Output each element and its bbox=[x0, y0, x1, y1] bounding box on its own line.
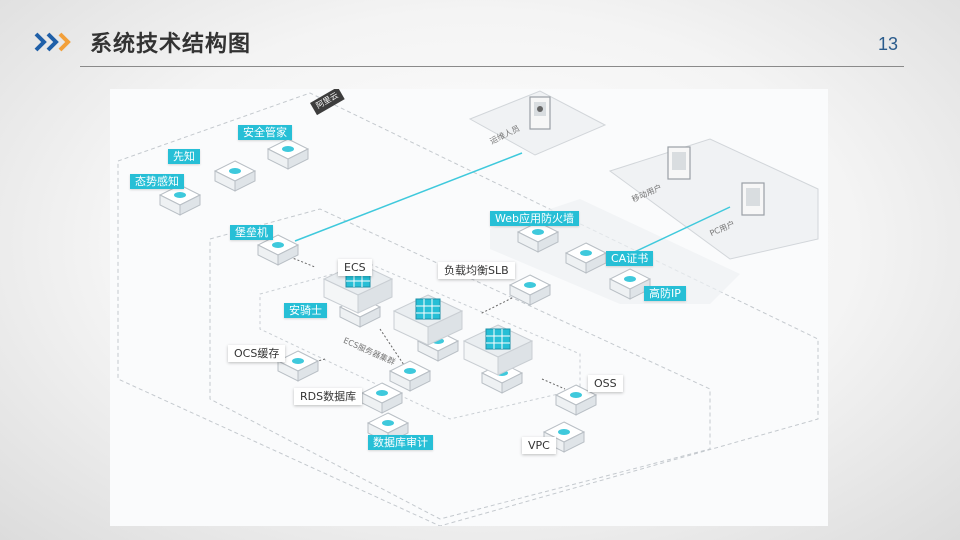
ddos-ip-label: 高防IP bbox=[644, 286, 686, 301]
slb-label: 负载均衡SLB bbox=[438, 262, 515, 279]
ecs-label: ECS bbox=[338, 259, 372, 276]
ocs-cache-label: OCS缓存 bbox=[228, 345, 286, 362]
waf-label: Web应用防火墙 bbox=[490, 211, 579, 226]
situation-awareness-label: 态势感知 bbox=[130, 174, 184, 189]
slide-header: 系统技术结构图 13 bbox=[0, 0, 960, 70]
page-number: 13 bbox=[877, 34, 898, 54]
xianzhi-node-icon bbox=[214, 160, 256, 192]
slb-node-icon bbox=[509, 274, 551, 306]
security-manager-label: 安全管家 bbox=[238, 125, 292, 140]
rds-database-node-icon bbox=[361, 382, 403, 414]
situation-awareness-node-icon bbox=[159, 184, 201, 216]
rds-database-label: RDS数据库 bbox=[294, 388, 363, 405]
ops-user-terminal-icon bbox=[529, 96, 551, 130]
ecs-instance-node-icon bbox=[389, 360, 431, 392]
oss-label: OSS bbox=[588, 375, 623, 392]
db-audit-label: 数据库审计 bbox=[368, 435, 433, 450]
page-title: 系统技术结构图 bbox=[90, 32, 252, 57]
ca-cert-label: CA证书 bbox=[606, 251, 654, 266]
security-manager-node-icon bbox=[267, 138, 309, 170]
bastion-host-label: 堡垒机 bbox=[230, 225, 273, 240]
pc-user-device-icon bbox=[741, 182, 765, 216]
vpc-label: VPC bbox=[522, 437, 556, 454]
architecture-diagram: 阿里云 运维人员 移动用户 PC用户 ECS服务器集群 安全管家 先知 态势感知… bbox=[110, 89, 828, 526]
mobile-user-device-icon bbox=[667, 146, 691, 180]
chevron-arrows-icon bbox=[34, 32, 71, 52]
header-divider bbox=[80, 66, 904, 67]
xianzhi-label: 先知 bbox=[168, 149, 200, 164]
ecs-server-icon bbox=[463, 324, 533, 376]
anqishi-label: 安骑士 bbox=[284, 303, 327, 318]
diagram-graphics bbox=[117, 90, 819, 526]
